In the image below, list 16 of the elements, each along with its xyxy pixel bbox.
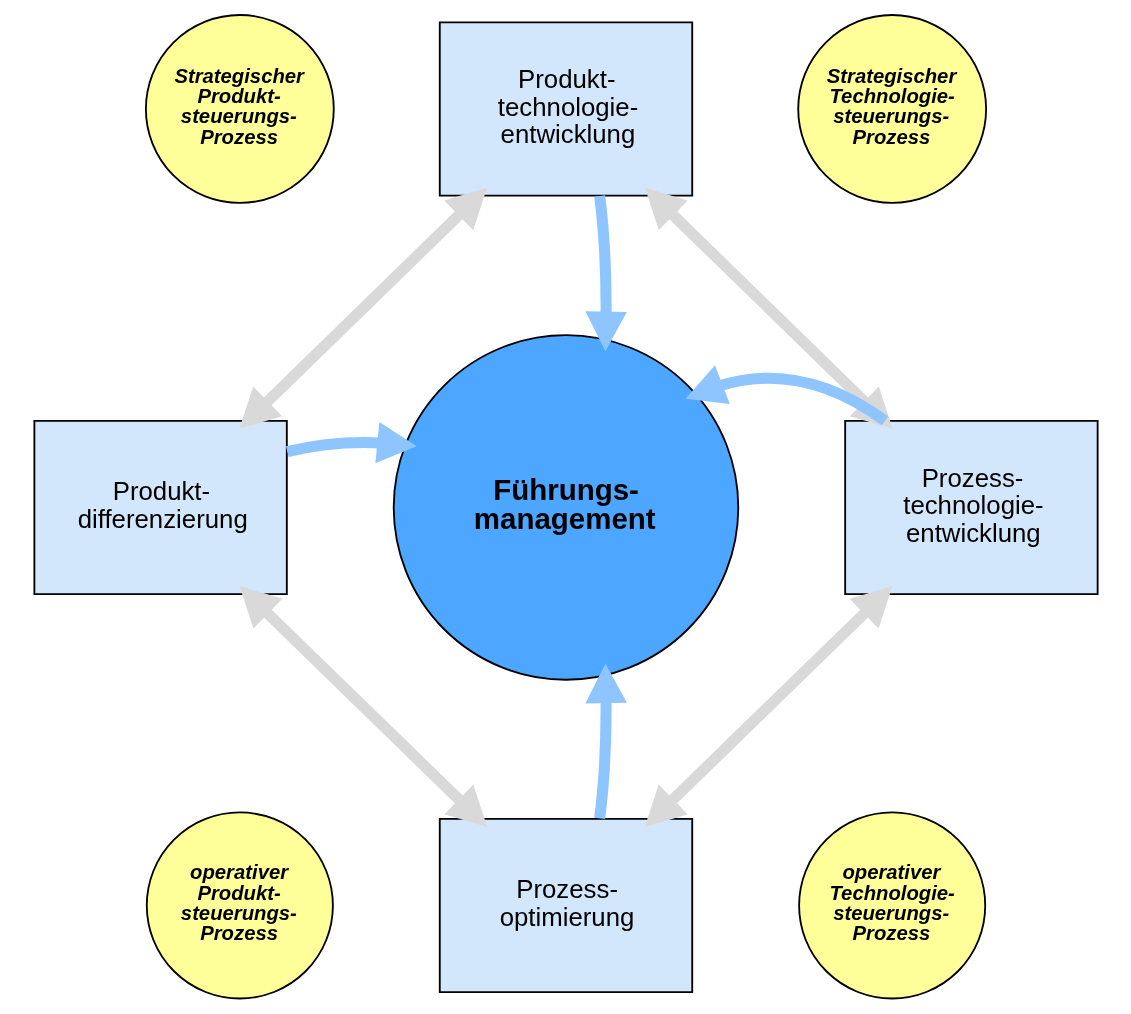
node-box: Produkt- differenzierung [32, 419, 288, 595]
arrow [239, 586, 487, 827]
arrow [584, 195, 627, 352]
node-box: Prozess- technologie- entwicklung [843, 419, 1099, 595]
node-box: Prozess- optimierung [438, 817, 693, 993]
node-circle: Strategischer Produkt- steuerungs- Prozess [144, 14, 335, 204]
arrow [584, 663, 627, 820]
arrow [685, 365, 888, 426]
node-circle: Führungs- management [392, 334, 739, 681]
node-circle: operativer Technologie- steuerungs- Prozess [797, 811, 986, 1000]
arrow [285, 421, 417, 464]
node-circle: operativer Produkt- steuerungs- Prozess [145, 811, 334, 1000]
arrow [238, 187, 487, 429]
node-circle: Strategischer Technologie- steuerungs- Prozess [796, 14, 987, 204]
node-box: Produkt- technologie- entwicklung [438, 21, 693, 197]
arrow [644, 586, 892, 827]
